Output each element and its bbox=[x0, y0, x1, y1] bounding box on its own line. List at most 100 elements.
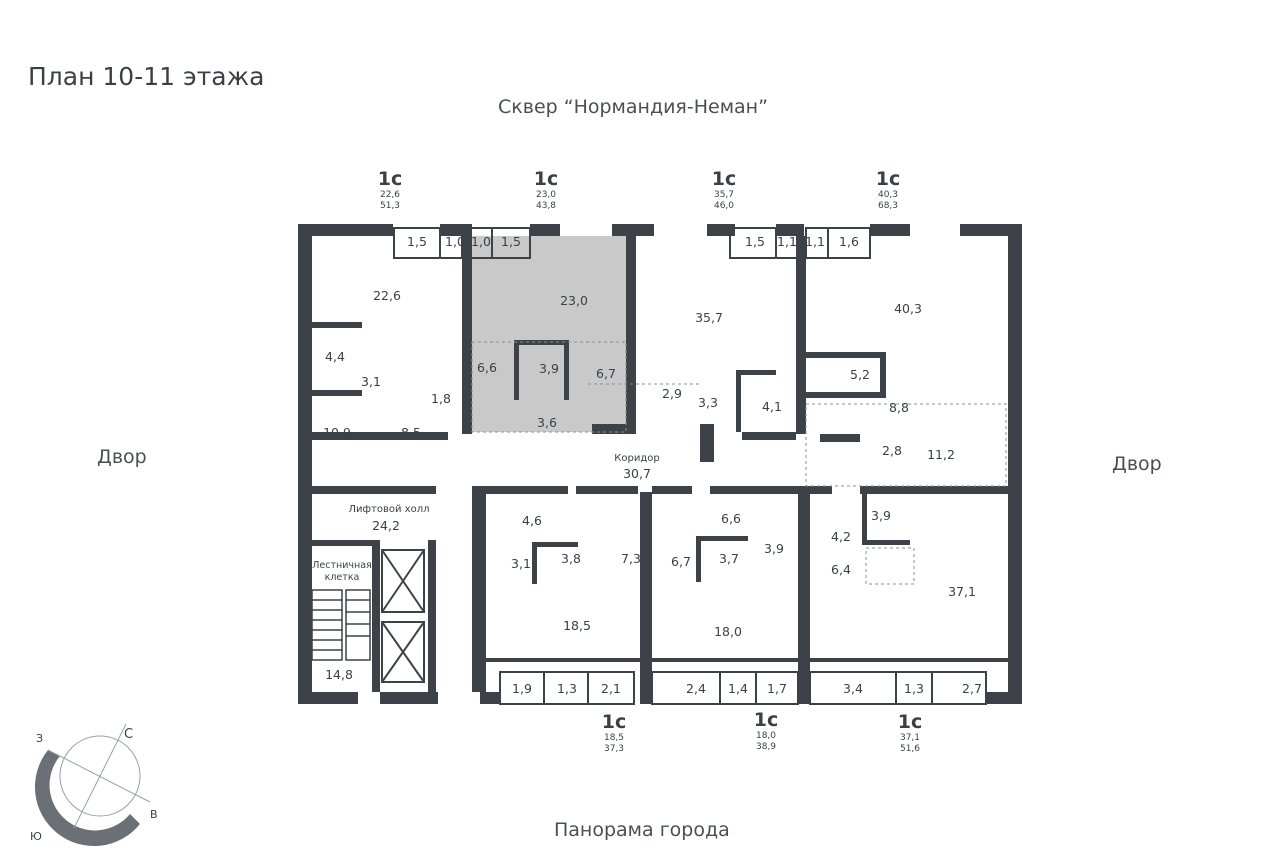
balcony-area: 1,3 bbox=[904, 681, 924, 696]
balcony-area: 1,5 bbox=[501, 234, 521, 249]
label-left-yard: Двор bbox=[97, 446, 147, 468]
room-area: 3,9 bbox=[539, 361, 559, 376]
room-area: 8,5 bbox=[401, 425, 421, 440]
label-right-yard: Двор bbox=[1112, 453, 1162, 475]
room-area: 3,6 bbox=[537, 415, 557, 430]
unit-type: 1с bbox=[875, 168, 901, 190]
balcony-area: 3,4 bbox=[843, 681, 863, 696]
unit-total-area: 51,3 bbox=[379, 201, 401, 211]
lift-hall-label: Лифтовой холл bbox=[348, 504, 429, 515]
room-area: 5,2 bbox=[850, 367, 870, 382]
balcony-area: 1,5 bbox=[407, 234, 427, 249]
room-area: 3,1 bbox=[361, 374, 381, 389]
balcony-area: 1,4 bbox=[728, 681, 748, 696]
unit-header[interactable]: 1с 23,0 43,8 bbox=[516, 170, 576, 211]
room-area: 2,8 bbox=[882, 443, 902, 458]
room-area: 7,3 bbox=[621, 551, 641, 566]
lift-hall-area: 24,2 bbox=[372, 518, 400, 533]
unit-type: 1с bbox=[753, 709, 779, 731]
room-area: 10,9 bbox=[323, 425, 351, 440]
unit-living-area: 18,5 bbox=[603, 733, 625, 743]
room-area: 3,8 bbox=[561, 551, 581, 566]
room-area: 4,6 bbox=[522, 513, 542, 528]
unit-header[interactable]: 1с 35,7 46,0 bbox=[694, 170, 754, 211]
compass-west: З bbox=[36, 732, 43, 745]
unit-total-area: 38,9 bbox=[755, 742, 777, 752]
stair-area: 14,8 bbox=[325, 667, 353, 682]
room-area: 18,5 bbox=[563, 618, 591, 633]
lift-shafts bbox=[381, 549, 425, 683]
unit-type: 1с bbox=[533, 168, 559, 190]
balcony-area: 1,7 bbox=[767, 681, 787, 696]
room-area: 4,1 bbox=[762, 399, 782, 414]
balcony-area: 1,5 bbox=[745, 234, 765, 249]
unit-total-area: 68,3 bbox=[877, 201, 899, 211]
stair-label: клетка bbox=[325, 572, 360, 583]
balcony-area: 1,3 bbox=[557, 681, 577, 696]
room-area: 3,9 bbox=[871, 508, 891, 523]
highlighted-apartment bbox=[470, 236, 626, 432]
corridor-label: Коридор bbox=[614, 453, 659, 464]
balconies bbox=[393, 227, 987, 705]
unit-header[interactable]: 1с 22,6 51,3 bbox=[360, 170, 420, 211]
room-area: 3,7 bbox=[719, 551, 739, 566]
room-area: 4,4 bbox=[325, 349, 345, 364]
unit-living-area: 23,0 bbox=[535, 190, 557, 200]
unit-living-area: 18,0 bbox=[755, 731, 777, 741]
unit-header[interactable]: 1с 18,0 38,9 bbox=[736, 711, 796, 752]
room-area: 6,4 bbox=[831, 562, 851, 577]
unit-total-area: 51,6 bbox=[899, 744, 921, 754]
room-area: 6,7 bbox=[596, 366, 616, 381]
balcony-area: 2,1 bbox=[601, 681, 621, 696]
room-area: 22,6 bbox=[373, 288, 401, 303]
staircase bbox=[311, 589, 371, 661]
room-area: 8,8 bbox=[889, 400, 909, 415]
unit-living-area: 35,7 bbox=[713, 190, 735, 200]
room-area: 3,9 bbox=[764, 541, 784, 556]
unit-total-area: 37,3 bbox=[603, 744, 625, 754]
room-area: 3,1 bbox=[511, 556, 531, 571]
room-area: 11,2 bbox=[927, 447, 955, 462]
balcony-area: 1,9 bbox=[512, 681, 532, 696]
unit-type: 1с bbox=[601, 711, 627, 733]
compass-rose: С З Ю В bbox=[30, 723, 158, 847]
compass-east: В bbox=[150, 808, 158, 821]
compass-south: Ю bbox=[30, 830, 42, 843]
page-title: План 10-11 этажа bbox=[28, 62, 265, 91]
balcony-area: 1,1 bbox=[805, 234, 825, 249]
balcony-area: 2,4 bbox=[686, 681, 706, 696]
room-area: 18,0 bbox=[714, 624, 742, 639]
room-area: 40,3 bbox=[894, 301, 922, 316]
unit-header[interactable]: 1с 37,1 51,6 bbox=[880, 713, 940, 754]
balcony-area: 2,7 bbox=[962, 681, 982, 696]
room-area: 35,7 bbox=[695, 310, 723, 325]
room-area: 3,3 bbox=[698, 395, 718, 410]
room-area: 2,9 bbox=[662, 386, 682, 401]
room-area: 4,2 bbox=[831, 529, 851, 544]
compass-north: С bbox=[124, 727, 133, 742]
unit-total-area: 46,0 bbox=[713, 201, 735, 211]
balcony-area: 1,6 bbox=[839, 234, 859, 249]
unit-total-area: 43,8 bbox=[535, 201, 557, 211]
walls bbox=[298, 224, 1022, 704]
balcony-area: 1,1 bbox=[777, 234, 797, 249]
room-area: 37,1 bbox=[948, 584, 976, 599]
room-area: 1,8 bbox=[431, 391, 451, 406]
room-area: 6,6 bbox=[721, 511, 741, 526]
room-area-labels: 1,5 1,0 1,0 1,5 1,5 1,1 1,1 1,6 22,6 4,4… bbox=[312, 234, 982, 696]
unit-type: 1с bbox=[897, 711, 923, 733]
unit-type: 1с bbox=[377, 168, 403, 190]
stair-label: Лестничная bbox=[312, 560, 372, 571]
unit-header[interactable]: 1с 40,3 68,3 bbox=[858, 170, 918, 211]
unit-living-area: 37,1 bbox=[899, 733, 921, 743]
label-top-square: Сквер “Нормандия-Неман” bbox=[498, 96, 768, 118]
balcony-area: 1,0 bbox=[445, 234, 465, 249]
unit-header[interactable]: 1с 18,5 37,3 bbox=[584, 713, 644, 754]
room-area: 23,0 bbox=[560, 293, 588, 308]
unit-type: 1с bbox=[711, 168, 737, 190]
unit-living-area: 22,6 bbox=[379, 190, 401, 200]
unit-living-area: 40,3 bbox=[877, 190, 899, 200]
room-area: 6,6 bbox=[477, 360, 497, 375]
room-area: 6,7 bbox=[671, 554, 691, 569]
